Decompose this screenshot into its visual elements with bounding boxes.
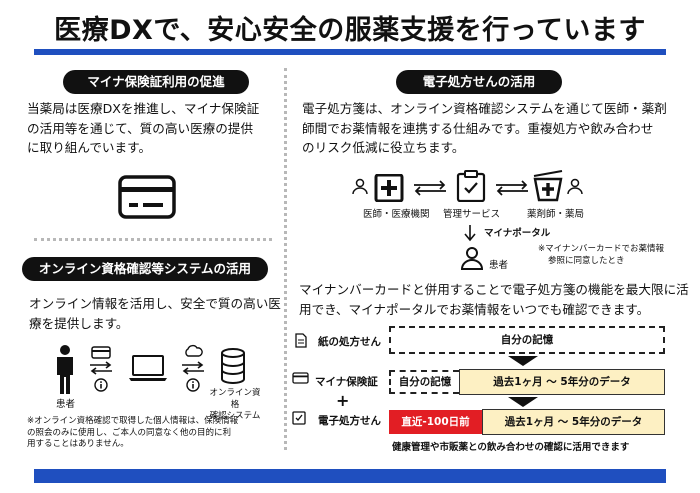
footnote: 健康管理や市販薬との飲み合わせの確認に活用できます (392, 442, 630, 453)
recent-box: 直近-100日前 (389, 410, 482, 434)
exchange-arrows-icon (88, 361, 114, 375)
card-icon (118, 175, 176, 219)
consent-note: ※マイナンバーカードでお薬情報 参照に同意したとき (538, 244, 664, 266)
info-icon (94, 378, 108, 392)
patient-icon-right (460, 246, 484, 270)
patient-label: 患者 (56, 399, 76, 410)
exchange-arrows-icon-4 (494, 180, 530, 196)
doctor-label: 医師・医療機関 (363, 209, 430, 220)
exchange-arrows-icon-3 (412, 180, 448, 196)
database-icon (220, 348, 246, 384)
patient-label-right: 患者 (489, 260, 509, 271)
myna-portal-label: マイナポータル (484, 228, 551, 239)
myna-card-label: マイナ保険証 (315, 376, 378, 388)
left-bottom-paragraph: オンライン情報を活用し、安全で質の高い医 療を提供します。 (29, 296, 281, 331)
plus-sign: + (336, 391, 350, 410)
memory-box-paper: 自分の記憶 (389, 326, 665, 354)
left-top-paragraph: 当薬局は医療DXを推進し、マイナ保険証 の活用等を通じて、質の高い医療の提供 に… (27, 101, 260, 155)
right-top-paragraph: 電子処方箋は、オンライン資格確認システムを通じて医師・薬剤 師間でお薬情報を連携… (302, 101, 667, 155)
data-range-box-1: 過去1ヶ月 〜 5年分のデータ (459, 369, 665, 395)
vertical-divider (284, 68, 287, 450)
bottom-bar (34, 469, 666, 483)
doctor-icon (352, 174, 412, 202)
laptop-icon (128, 354, 168, 382)
e-prescription-icon (292, 411, 306, 425)
section-heading-e-prescription: 電子処方せんの活用 (396, 70, 562, 94)
memory-box-card: 自分の記憶 (389, 370, 459, 394)
clipboard-check-icon (456, 170, 486, 202)
system-label: オンライン資格 確認システム (209, 388, 261, 421)
pharmacist-icon (532, 170, 592, 202)
service-label: 管理サービス (443, 209, 501, 220)
title-underline (34, 49, 666, 55)
down-triangle-icon-2 (508, 397, 538, 407)
down-triangle-icon (508, 356, 538, 366)
data-range-box-2: 過去1ヶ月 〜 5年分のデータ (482, 409, 665, 435)
cloud-icon (183, 344, 203, 358)
paper-prescription-label: 紙の処方せん (318, 336, 381, 348)
pharmacist-label: 薬剤師・薬局 (527, 209, 585, 220)
exchange-arrows-icon-2 (180, 361, 206, 375)
patient-person-icon (55, 345, 75, 395)
e-prescription-label: 電子処方せん (318, 415, 381, 427)
down-arrow-icon (464, 224, 476, 242)
left-horizontal-divider (34, 238, 272, 241)
info-icon-2 (186, 378, 200, 392)
document-icon (295, 333, 307, 348)
section-heading-mynumber-card: マイナ保険証利用の促進 (63, 70, 249, 94)
privacy-note: ※オンライン資格確認で取得した個人情報は、保険情報 の照会のみに使用し、ご本人の… (27, 416, 239, 449)
card-small-icon (91, 346, 111, 359)
card-icon-bottom (292, 372, 309, 384)
section-heading-online-qualification: オンライン資格確認等システムの活用 (22, 257, 268, 281)
page-title: 医療DXで、安心安全の服薬支援を行っています (54, 15, 646, 46)
right-bottom-paragraph: マイナンバーカードと併用することで電子処方箋の機能を最大限に活 用でき、マイナポ… (299, 282, 689, 317)
